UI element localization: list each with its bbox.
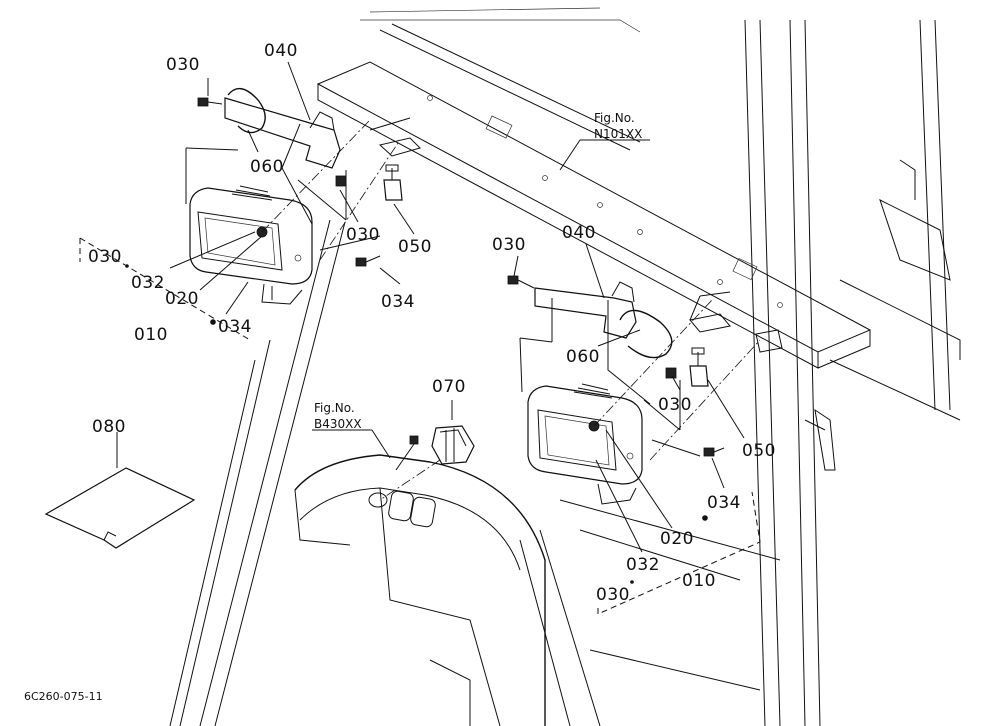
label-030-kit-b: 030	[596, 585, 630, 605]
label-034-b: 034	[707, 493, 741, 513]
cab-frame	[169, 7, 961, 726]
label-080: 080	[92, 417, 126, 437]
label-030-kit-a: 030	[88, 247, 122, 267]
work-light-left-housing	[189, 187, 313, 285]
label-010-b: 010	[682, 571, 716, 591]
ref-b430-code: B430XX	[314, 417, 362, 431]
figure-refs: Fig.No. N101XX Fig.No. B430XX	[314, 111, 642, 431]
work-light-right-housing	[527, 385, 643, 485]
label-060-a: 060	[250, 157, 284, 177]
label-010-a: 010	[134, 325, 168, 345]
kit-outline-right	[597, 491, 761, 615]
kit-outline-left	[79, 237, 251, 341]
work-light-left-assembly	[185, 87, 421, 305]
switch-070	[379, 400, 475, 501]
label-030-d: 030	[658, 395, 692, 415]
label-034-a: 034	[381, 292, 415, 312]
ref-n101-fig: Fig.No.	[594, 111, 635, 125]
bracket-right-040	[534, 287, 637, 339]
steering-console	[294, 454, 546, 726]
label-040-a: 040	[264, 41, 298, 61]
label-060-b: 060	[566, 347, 600, 367]
label-030-c: 030	[492, 235, 526, 255]
ref-n101-code: N101XX	[594, 127, 642, 141]
label-040-b: 040	[562, 223, 596, 243]
bracket-left-040	[224, 97, 341, 169]
bolt-034-right	[703, 447, 715, 457]
label-070: 070	[432, 377, 466, 397]
label-050-a: 050	[398, 237, 432, 257]
label-030-b: 030	[346, 225, 380, 245]
work-light-right-assembly	[507, 275, 783, 505]
bolt-030-top-left	[197, 97, 209, 107]
label-032-b: 032	[626, 555, 660, 575]
label-034-kit-a: 034	[218, 317, 252, 337]
drawing-code: 6C260-075-11	[24, 690, 103, 703]
label-030-a: 030	[166, 55, 200, 75]
label-050-b: 050	[742, 441, 776, 461]
label-020-a: 020	[165, 289, 199, 309]
label-sheet-080	[44, 432, 196, 549]
callout-labels: 030 040 060 030 050 034 030 032 020 034 …	[88, 41, 776, 605]
label-020-b: 020	[660, 529, 694, 549]
bolt-034-left	[355, 257, 367, 267]
ref-b430-fig: Fig.No.	[314, 401, 355, 415]
leader-lines	[169, 61, 745, 553]
label-032-a: 032	[131, 273, 165, 293]
bolt-030-top-right	[507, 275, 519, 285]
